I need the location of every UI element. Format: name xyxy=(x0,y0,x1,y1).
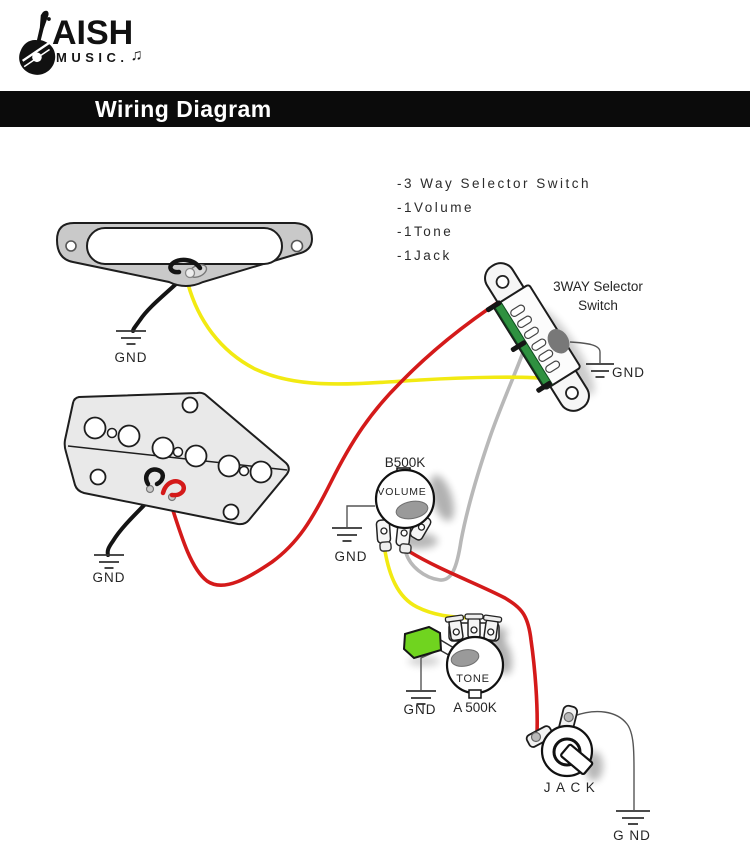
tone-pot-shaft xyxy=(450,649,480,667)
jack-ground-link xyxy=(573,710,635,810)
bridge-pickup-eyelet xyxy=(145,484,155,494)
volume-case-ground-link xyxy=(346,505,375,527)
output-jack xyxy=(525,704,594,778)
neck-pickup-screw-hole xyxy=(65,240,77,252)
wire-volume-to-jack xyxy=(408,550,539,736)
volume-pot-foot xyxy=(379,541,392,552)
volume-pot-foot xyxy=(399,543,412,554)
page-title: Wiring Diagram xyxy=(95,95,272,122)
guitar-icon xyxy=(19,10,56,75)
brand-logo: AISH MUSIC. ♫ xyxy=(14,8,143,76)
brand-sub: MUSIC. xyxy=(56,49,129,65)
switch-ground-label: GND xyxy=(612,365,645,380)
switch-mount-hole xyxy=(565,386,579,400)
music-note-icon: ♫ xyxy=(130,47,143,64)
tone-pot-notch xyxy=(468,689,482,699)
switch-mount-hole xyxy=(495,274,510,289)
tone-pot-lug xyxy=(444,614,465,642)
parts-list-item: -1Volume xyxy=(397,200,475,215)
jack-ground-label: G ND xyxy=(613,828,651,843)
switch-label-line2: Switch xyxy=(578,298,618,313)
switch-lever-knob xyxy=(547,329,570,354)
neck-pickup xyxy=(55,222,314,287)
switch-lug-slots xyxy=(510,304,561,373)
selector-switch xyxy=(484,262,590,412)
parts-list: -3 Way Selector Switch -1Volume -1Tone -… xyxy=(397,172,591,268)
neck-pickup-cover xyxy=(86,227,283,265)
bridge-pickup-black-hook xyxy=(143,467,166,487)
wire-bridge-to-switch xyxy=(167,297,505,587)
volume-pot-value: B500K xyxy=(385,455,426,470)
bridge-pickup-bobbin-edge xyxy=(67,445,288,471)
jack-label: JACK xyxy=(544,780,601,795)
wire-neck-ground xyxy=(131,282,178,333)
volume-pot-lug xyxy=(375,519,392,544)
neck-pickup-screw-hole xyxy=(290,239,304,253)
switch-ground-symbol xyxy=(586,363,614,378)
brand-text: AISH MUSIC. ♫ xyxy=(52,16,143,65)
tone-pot: TONE xyxy=(402,613,505,699)
neck-pickup-wire-hook xyxy=(168,257,203,275)
tone-pot-label: TONE xyxy=(456,673,490,685)
neck-ground-symbol xyxy=(116,330,146,345)
wire-switch-to-volume xyxy=(404,334,531,582)
bridge-pickup-mount-holes xyxy=(89,396,240,521)
switch-label-line1: 3WAY Selector xyxy=(553,279,643,294)
brand-name: AISH xyxy=(52,14,134,52)
bridge-ground-symbol xyxy=(94,554,124,569)
bridge-pickup-small-holes xyxy=(106,427,250,477)
volume-pot-label: VOLUME xyxy=(377,486,426,498)
parts-list-item: -1Tone xyxy=(397,224,454,239)
wire-bridge-ground xyxy=(105,492,157,557)
tone-pot-lug xyxy=(464,613,484,639)
bridge-pickup-pole-pieces xyxy=(83,416,273,484)
tone-ground-symbol xyxy=(406,690,436,705)
tone-pot-lug xyxy=(482,614,503,642)
tone-pot-value: A 500K xyxy=(453,700,497,715)
volume-pot-shaft xyxy=(395,500,429,520)
title-banner: Wiring Diagram xyxy=(0,91,750,127)
tone-capacitor xyxy=(402,625,443,660)
bridge-pickup xyxy=(63,391,290,526)
bridge-ground-label: GND xyxy=(93,570,126,585)
volume-ground-symbol xyxy=(332,527,362,542)
neck-pickup-eyelet-hole xyxy=(184,267,196,279)
parts-list-item: -1Jack xyxy=(397,248,452,263)
switch-solder-pins xyxy=(485,300,552,393)
bridge-pickup-red-hook xyxy=(160,479,186,498)
neck-ground-label: GND xyxy=(115,350,148,365)
jack-eyelet xyxy=(530,731,542,743)
jack-tip-contact xyxy=(560,743,594,776)
jack-ground-symbol xyxy=(616,810,650,825)
wire-neck-to-switch xyxy=(186,282,555,386)
switch-ground-link xyxy=(569,341,601,363)
parts-list-item: -3 Way Selector Switch xyxy=(397,176,592,191)
volume-pot: VOLUME xyxy=(374,467,436,554)
tone-ground-label: GND xyxy=(404,702,437,717)
volume-ground-label: GND xyxy=(335,549,368,564)
volume-pot-body xyxy=(374,468,436,530)
